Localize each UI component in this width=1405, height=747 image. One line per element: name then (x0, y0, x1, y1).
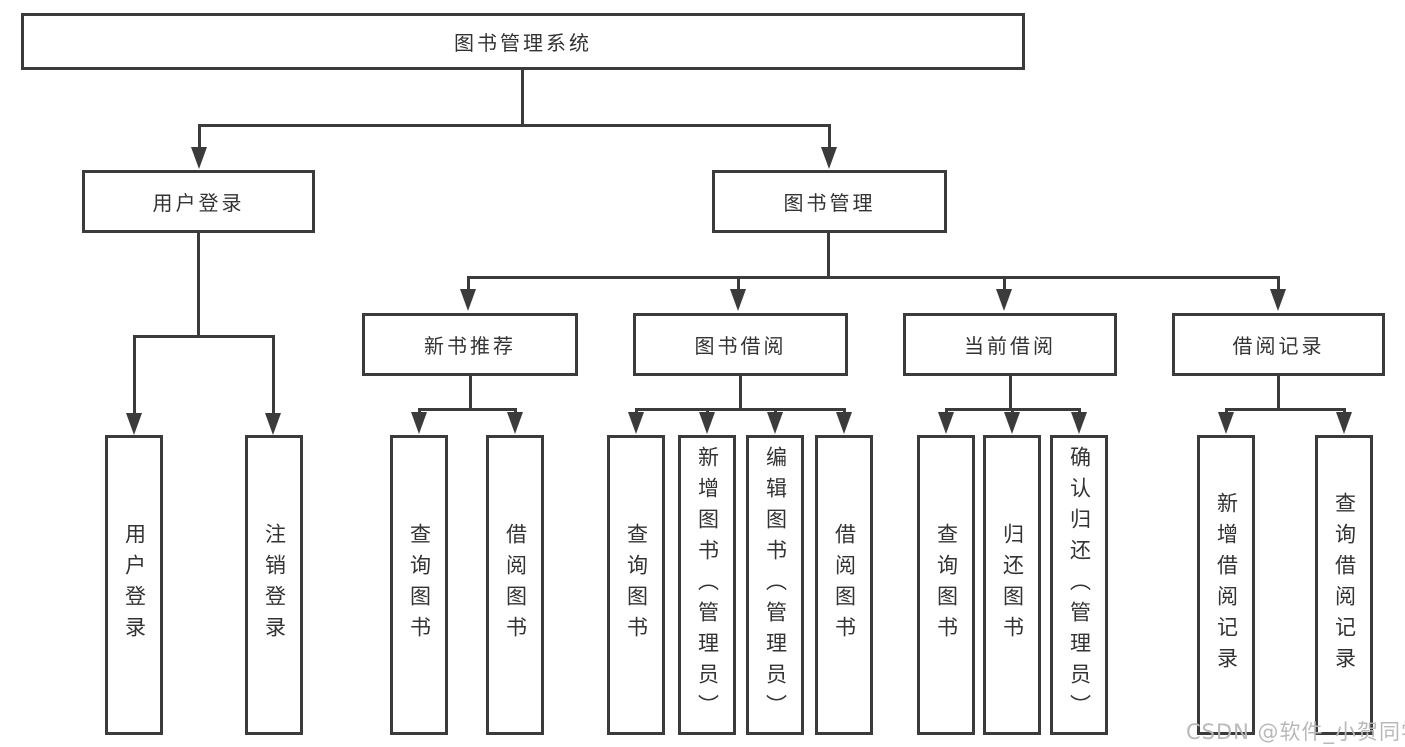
arrowhead-records-leaf-1 (1218, 412, 1234, 434)
arrowhead-current-leaf-1 (938, 412, 954, 434)
node-book-management: 图书管理 (712, 170, 947, 233)
connector-root-bus (198, 124, 831, 127)
node-leaf-edit-books-admin: 编辑图书（管理员） (746, 435, 804, 735)
connector-drop-records (1277, 276, 1280, 291)
node-label: 确认归还（管理员） (1067, 445, 1092, 725)
node-leaf-query-borrow-record: 查询借阅记录 (1315, 435, 1373, 735)
node-label: 借阅图书 (832, 523, 857, 647)
node-leaf-return-books: 归还图书 (983, 435, 1041, 735)
arrowhead-borrow-leaf-3 (767, 412, 783, 434)
connector-drop-borrow-leaf-2 (706, 408, 709, 414)
connector-drop-borrow-leaf-4 (843, 408, 846, 414)
connector-newbook-stem (469, 376, 472, 408)
node-book-borrowing: 图书借阅 (633, 313, 848, 376)
connector-mgmt-bus (467, 276, 1280, 279)
connector-records-stem (1277, 376, 1280, 408)
node-label: 新增借阅记录 (1214, 492, 1239, 678)
connector-login-stem (197, 233, 200, 335)
arrowhead-borrow-leaf-1 (628, 412, 644, 434)
node-label: 图书借阅 (694, 334, 787, 358)
node-leaf-query-books-current: 查询图书 (917, 435, 975, 735)
node-library-management-system: 图书管理系统 (21, 13, 1025, 70)
connector-drop-user-login (198, 124, 201, 150)
arrowhead-book-management (821, 147, 837, 169)
arrowhead-borrow (730, 289, 746, 311)
connector-newbook-bus (418, 408, 517, 411)
node-leaf-add-borrow-record: 新增借阅记录 (1197, 435, 1255, 735)
node-leaf-query-books-borrow: 查询图书 (607, 435, 665, 735)
arrowhead-newbook-leaf-1 (411, 412, 427, 434)
connector-mgmt-stem (827, 233, 830, 279)
arrowhead-user-login (191, 147, 207, 169)
connector-drop-records-leaf-1 (1225, 408, 1228, 414)
node-label: 查询图书 (624, 523, 649, 647)
node-label: 查询图书 (934, 523, 959, 647)
node-label: 新书推荐 (424, 334, 516, 358)
node-label: 用户登录 (152, 191, 245, 215)
node-label: 编辑图书（管理员） (763, 445, 788, 725)
node-label: 图书管理系统 (454, 31, 592, 55)
arrowhead-records (1270, 289, 1286, 311)
node-leaf-borrow-books-newbook: 借阅图书 (486, 435, 544, 735)
node-label: 用户登录 (122, 523, 147, 647)
connector-drop-records-leaf-2 (1343, 408, 1346, 414)
connector-drop-borrow (737, 276, 740, 291)
arrowhead-newbook-leaf-2 (507, 412, 523, 434)
arrowhead-login-leaf-1 (126, 413, 142, 435)
connector-records-bus (1225, 408, 1346, 411)
node-leaf-borrow-books: 借阅图书 (815, 435, 873, 735)
node-leaf-confirm-return-admin: 确认归还（管理员） (1050, 435, 1108, 735)
node-label: 查询图书 (407, 523, 432, 647)
node-label: 当前借阅 (964, 334, 1056, 358)
connector-borrow-bus (635, 408, 846, 411)
connector-drop-borrow-leaf-1 (635, 408, 638, 414)
connector-drop-current (1003, 276, 1006, 291)
node-borrowing-records: 借阅记录 (1172, 313, 1385, 376)
node-leaf-logout: 注销登录 (245, 435, 303, 735)
connector-drop-current-leaf-3 (1078, 408, 1081, 414)
node-label: 查询借阅记录 (1332, 492, 1357, 678)
connector-drop-borrow-leaf-3 (774, 408, 777, 414)
arrowhead-records-leaf-2 (1336, 412, 1352, 434)
connector-drop-newbook-leaf-2 (514, 408, 517, 414)
connector-drop-current-leaf-1 (945, 408, 948, 414)
connector-current-stem (1009, 376, 1012, 408)
node-leaf-query-books-newbook: 查询图书 (390, 435, 448, 735)
connector-drop-login-leaf-2 (272, 335, 275, 413)
arrowhead-login-leaf-2 (265, 413, 281, 435)
connector-borrow-stem (739, 376, 742, 408)
arrowhead-current-leaf-3 (1071, 412, 1087, 434)
node-leaf-add-books-admin: 新增图书（管理员） (678, 435, 736, 735)
node-label: 注销登录 (262, 523, 287, 647)
node-label: 图书管理 (783, 191, 876, 215)
arrowhead-current (996, 289, 1012, 311)
csdn-watermark: CSDN @软件_小贺同学 (1186, 720, 1405, 744)
node-leaf-user-login: 用户登录 (105, 435, 163, 735)
connector-drop-current-leaf-2 (1011, 408, 1014, 414)
connector-drop-newbook-leaf-1 (418, 408, 421, 414)
node-label: 借阅图书 (503, 523, 528, 647)
node-label: 归还图书 (1000, 523, 1025, 647)
node-label: 借阅记录 (1232, 334, 1325, 358)
connector-drop-newbook (467, 276, 470, 291)
node-current-borrowing: 当前借阅 (903, 313, 1117, 376)
connector-root-stem (521, 70, 524, 124)
arrowhead-borrow-leaf-4 (836, 412, 852, 434)
connector-login-bus (133, 335, 275, 338)
arrowhead-borrow-leaf-2 (699, 412, 715, 434)
node-label: 新增图书（管理员） (695, 445, 720, 725)
connector-drop-book-management (828, 124, 831, 150)
connector-drop-login-leaf-1 (133, 335, 136, 413)
arrowhead-current-leaf-2 (1004, 412, 1020, 434)
node-user-login: 用户登录 (82, 170, 315, 233)
arrowhead-newbook (460, 289, 476, 311)
node-new-book-recommend: 新书推荐 (362, 313, 578, 376)
